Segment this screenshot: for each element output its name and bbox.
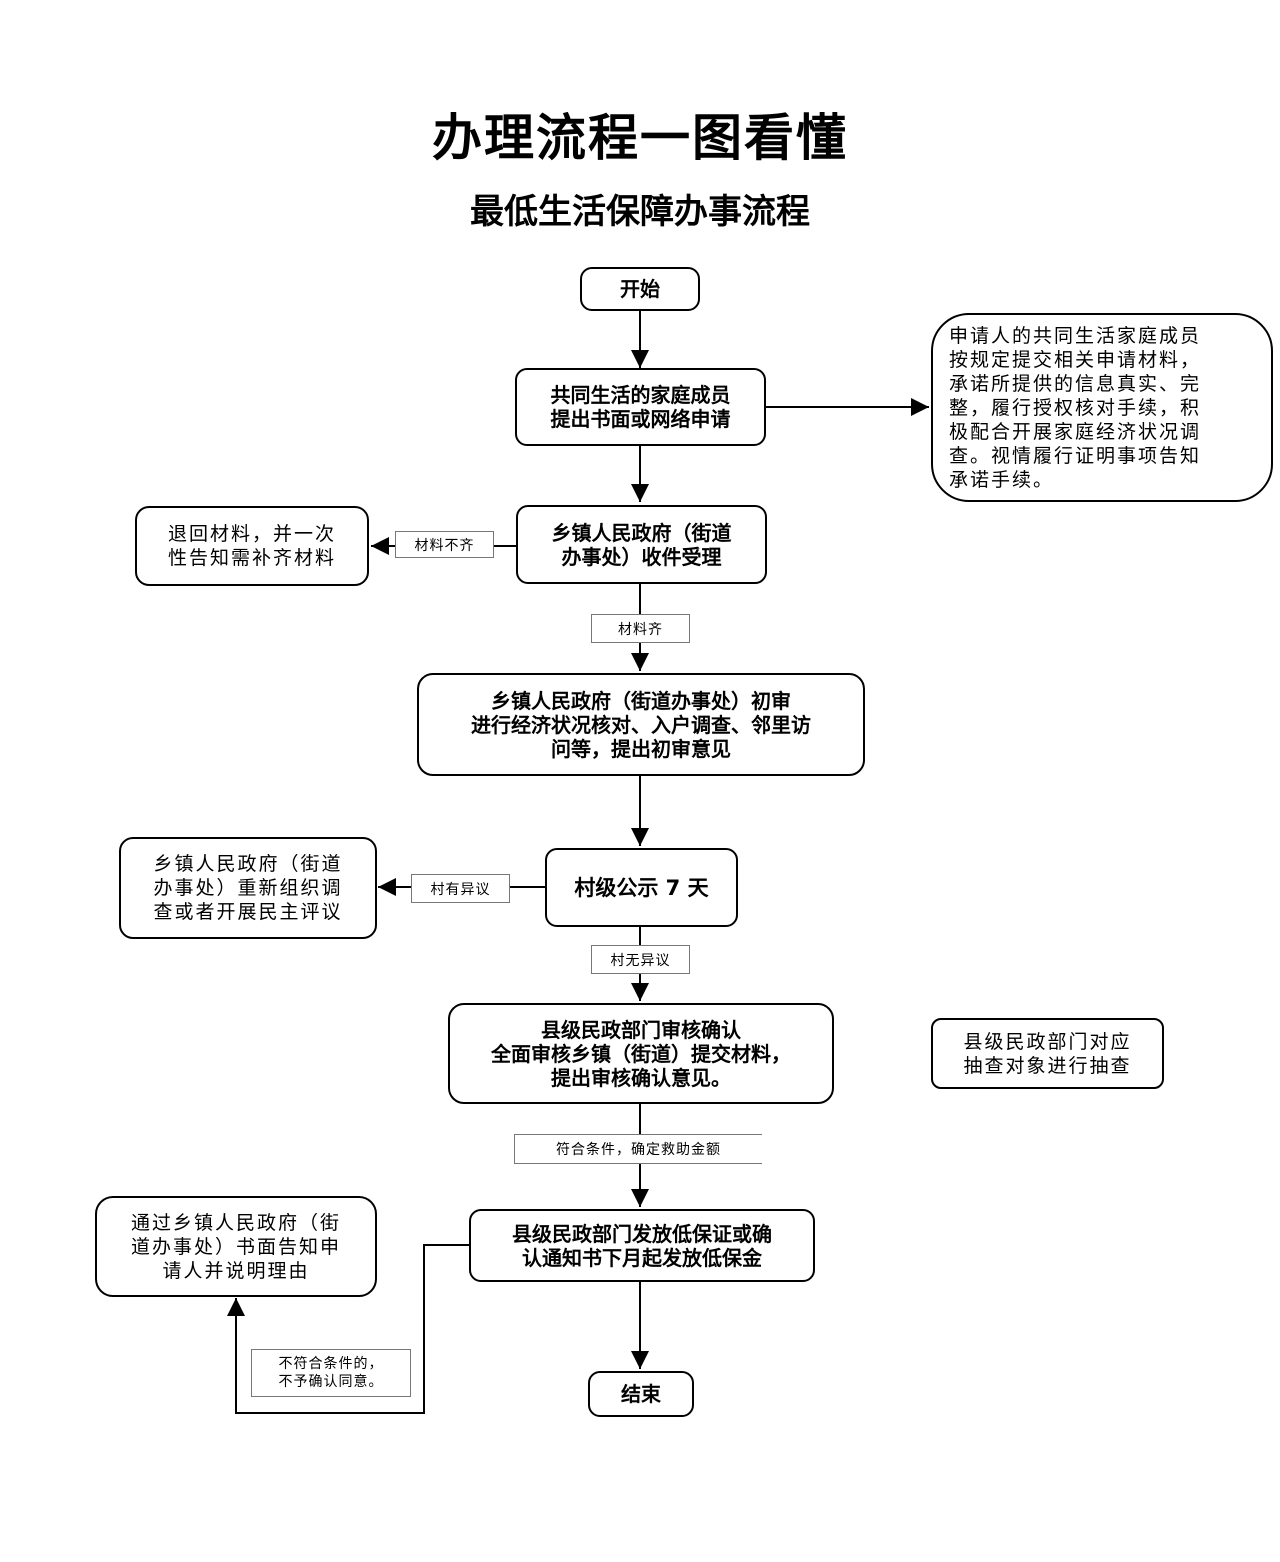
- page-subtitle: 最低生活保障办事流程: [470, 192, 810, 232]
- apply-label: 共同生活的家庭成员 提出书面或网络申请: [550, 383, 731, 431]
- publicity-label: 村级公示 7 天: [574, 875, 709, 900]
- notify-reason-note: 通过乡镇人民政府（街 道办事处）书面告知申 请人并说明理由: [95, 1196, 377, 1297]
- accept-label: 乡镇人民政府（街道 办事处）收件受理: [551, 520, 732, 569]
- no-objection-label: 村无异议: [610, 952, 671, 969]
- ineligible-tag: 不符合条件的， 不予确认同意。: [251, 1349, 411, 1397]
- page-title: 办理流程一图看懂: [432, 108, 848, 167]
- ineligible-label: 不符合条件的， 不予确认同意。: [278, 1356, 384, 1390]
- spot-check-text: 县级民政部门对应 抽查对象进行抽查: [963, 1030, 1132, 1077]
- eligible-tag: 符合条件，确定救助金额: [514, 1134, 762, 1164]
- reinvestigate-note: 乡镇人民政府（街道 办事处）重新组织调 查或者开展民主评议: [119, 837, 377, 939]
- county-review-node: 县级民政部门审核确认 全面审核乡镇（街道）提交材料， 提出审核确认意见。: [448, 1003, 834, 1104]
- no-objection-tag: 村无异议: [591, 945, 690, 974]
- publicity-node: 村级公示 7 天: [545, 848, 738, 927]
- end-node: 结束: [588, 1371, 694, 1417]
- notify-reason-text: 通过乡镇人民政府（街 道办事处）书面告知申 请人并说明理由: [130, 1211, 341, 1282]
- end-label: 结束: [621, 1382, 661, 1406]
- return-materials-note: 退回材料，并一次 性告知需补齐材料: [135, 506, 369, 586]
- accept-node: 乡镇人民政府（街道 办事处）收件受理: [516, 505, 767, 584]
- arrow-issue-to-notify: [227, 1244, 469, 1414]
- issue-label: 县级民政部门发放低保证或确 认通知书下月起发放低保金: [512, 1221, 772, 1270]
- objection-label: 村有异议: [430, 881, 491, 898]
- spot-check-note: 县级民政部门对应 抽查对象进行抽查: [931, 1018, 1164, 1089]
- incomplete-label: 材料不齐: [414, 537, 475, 554]
- incomplete-tag: 材料不齐: [395, 531, 494, 558]
- complete-label: 材料齐: [618, 621, 663, 638]
- start-node: 开始: [580, 267, 700, 311]
- reinvestigate-text: 乡镇人民政府（街道 办事处）重新组织调 查或者开展民主评议: [153, 853, 343, 923]
- apply-node: 共同生活的家庭成员 提出书面或网络申请: [515, 368, 766, 446]
- return-materials-text: 退回材料，并一次 性告知需补齐材料: [167, 523, 336, 569]
- applicant-duty-text: 申请人的共同生活家庭成员 按规定提交相关申请材料， 承诺所提供的信息真实、完 整…: [949, 324, 1202, 491]
- county-review-label: 县级民政部门审核确认 全面审核乡镇（街道）提交材料， 提出审核确认意见。: [491, 1017, 791, 1090]
- prelim-review-node: 乡镇人民政府（街道办事处）初审 进行经济状况核对、入户调查、邻里访 问等，提出初…: [417, 673, 865, 776]
- objection-tag: 村有异议: [411, 874, 510, 903]
- issue-node: 县级民政部门发放低保证或确 认通知书下月起发放低保金: [469, 1209, 815, 1282]
- applicant-duty-note: 申请人的共同生活家庭成员 按规定提交相关申请材料， 承诺所提供的信息真实、完 整…: [931, 313, 1273, 502]
- start-label: 开始: [620, 277, 660, 301]
- complete-tag: 材料齐: [591, 614, 690, 643]
- prelim-review-label: 乡镇人民政府（街道办事处）初审 进行经济状况核对、入户调查、邻里访 问等，提出初…: [471, 688, 811, 761]
- eligible-label: 符合条件，确定救助金额: [556, 1142, 721, 1158]
